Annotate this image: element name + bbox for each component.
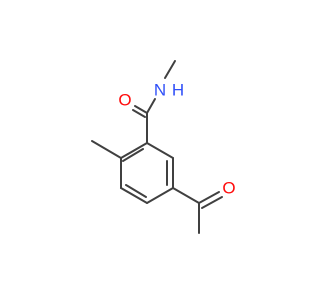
bond-ketone-co-1 xyxy=(198,191,220,204)
bond-n-carbonyl xyxy=(146,98,156,114)
bond-ring-acetyl xyxy=(172,187,200,204)
bond-ketone-co-2 xyxy=(201,196,223,209)
bond-aryl-methyl xyxy=(91,140,122,159)
bond-nmethyl-n xyxy=(164,60,176,79)
atom-label-amide-nitrogen: N xyxy=(154,81,166,100)
structure-canvas: O N H O xyxy=(91,60,236,234)
bond-amide-co-1 xyxy=(134,105,148,114)
bond-ring-c1-c2 xyxy=(120,142,148,159)
bond-ring-c4-c5 xyxy=(146,187,174,204)
atom-label-layer: O N H O xyxy=(118,81,235,198)
bond-ring-c3-c4-inner xyxy=(125,184,147,198)
bond-layer xyxy=(91,60,223,234)
molecule-diagram: O N H O xyxy=(91,60,236,234)
bond-ring-c6-c1 xyxy=(146,142,174,159)
bond-ring-c1-c2-inner xyxy=(122,148,144,162)
atom-label-amide-hydrogen: H xyxy=(172,81,184,100)
atom-label-amide-oxygen: O xyxy=(118,91,131,110)
bond-amide-co-2 xyxy=(132,109,146,118)
atom-label-ketone-oxygen: O xyxy=(222,179,235,198)
bond-ring-c3-c4 xyxy=(120,187,148,204)
